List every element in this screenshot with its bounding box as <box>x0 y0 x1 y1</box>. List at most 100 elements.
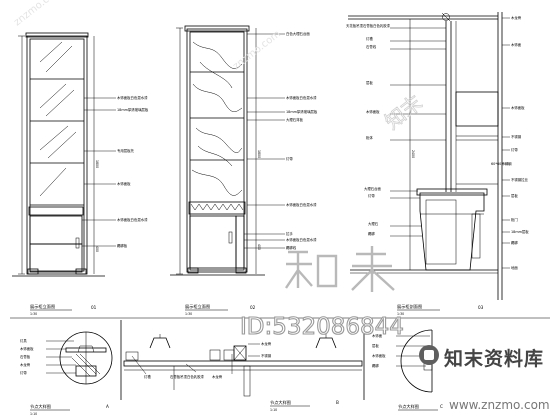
material-note: 大理石 <box>368 221 379 226</box>
counter-body <box>419 192 485 271</box>
handle <box>75 237 80 249</box>
material-note: 踢脚 <box>372 363 379 368</box>
moulding-pattern <box>190 203 244 211</box>
view-number: 01 <box>91 305 97 310</box>
material-note: 木龙骨 <box>20 362 31 367</box>
glass-reflection <box>39 83 67 109</box>
material-note: 木龙骨 <box>511 15 522 20</box>
material-note: 18mm层板 <box>511 229 529 234</box>
material-note: 不锈钢 <box>261 353 272 358</box>
watermark-glyph-zhi <box>285 250 338 289</box>
material-note: 石膏线 <box>366 44 377 49</box>
material-note: 木饰面板白色混水漆 <box>286 202 317 207</box>
detail-scale: 1:10 <box>30 412 37 416</box>
marble-vein <box>192 83 243 112</box>
material-note: 踢脚线 <box>286 245 297 250</box>
cornice-band <box>28 206 84 216</box>
material-note: 柜体 <box>366 135 373 140</box>
glass-reflection <box>39 125 69 151</box>
material-note: 专用层板托 <box>117 148 135 153</box>
light-fixture <box>149 337 171 349</box>
material-note: 18mm厚清玻璃层板 <box>286 109 318 114</box>
material-note: 灯带 <box>368 193 375 198</box>
cabinet-top-cap <box>25 32 89 38</box>
cabinet-inner <box>189 31 245 271</box>
section-view-3: 2400 天花板吊顶石膏板白色乳胶漆 灯槽 石膏 <box>346 12 529 316</box>
view-number: 03 <box>478 305 484 310</box>
detail-arc <box>400 329 433 393</box>
material-note: 踢脚 <box>368 231 375 236</box>
material-note: 柜门 <box>511 217 518 222</box>
marble-vein <box>197 145 233 167</box>
leaders <box>390 17 510 269</box>
detail-mark: B <box>336 400 339 405</box>
cornice-band <box>188 201 246 215</box>
hatch <box>79 353 101 375</box>
leaders <box>46 340 76 374</box>
hatch <box>75 353 97 375</box>
base-dimension: 400 <box>257 244 261 250</box>
profile <box>75 365 97 377</box>
watermark-id: ID:532086844 <box>240 314 404 340</box>
side-panel <box>235 215 245 269</box>
joist-block <box>233 345 247 361</box>
height-dimension: 1800 <box>257 150 261 158</box>
cabinet-inner <box>29 38 85 272</box>
detail-mark: A <box>106 404 109 409</box>
material-note: 木饰面板 <box>20 346 34 351</box>
leaders <box>131 343 260 375</box>
base-dimension: 400 <box>95 246 99 252</box>
material-note: 木饰面板 <box>511 105 525 110</box>
material-note: 木饰面板白色混水漆 <box>117 95 148 100</box>
lower-cabinet-door <box>29 243 83 273</box>
detail-b: 灯槽 石膏板吊顶白色乳胶漆 木龙骨 木龙骨 不锈钢 节点大样图 1:10 B <box>120 320 365 412</box>
glass-reflection <box>39 41 63 63</box>
watermark-logo <box>285 246 395 292</box>
material-note: 层板 <box>372 343 379 348</box>
ceiling-board <box>123 360 363 367</box>
lower-cabinet-door <box>29 215 83 245</box>
material-note: 木龙骨 <box>261 341 272 346</box>
light-fixture <box>442 13 450 21</box>
cabinet-outline <box>26 35 88 275</box>
watermark-corner-text: znzmo.com <box>12 0 64 28</box>
detail-scale: 1:10 <box>270 408 277 412</box>
light-fixture <box>441 12 451 22</box>
material-note: 灯带 <box>20 370 27 375</box>
material-note: 木饰面板白色混水漆 <box>286 95 317 100</box>
brand-name: 知末资料库 <box>444 348 545 370</box>
material-note: 木饰面板白色混水漆 <box>117 217 148 222</box>
hatch <box>71 357 91 377</box>
material-note: 木龙骨 <box>212 374 223 379</box>
detail-a: 灯具 木饰面板 石膏板 木龙骨 灯带 节点大样图 1:10 A <box>20 331 113 416</box>
material-note: 灯槽 <box>144 374 151 379</box>
plinth-foot <box>187 267 199 274</box>
material-note: 灯带 <box>511 147 518 152</box>
detail-mark: C <box>440 404 443 409</box>
material-note: 木饰面板 <box>366 109 380 114</box>
material-note: 18mm厚清玻璃层板 <box>117 107 149 112</box>
marble-vein <box>191 169 243 196</box>
joist-block <box>223 349 235 361</box>
marble-top <box>416 188 488 196</box>
light-trough <box>125 351 139 361</box>
leaders <box>82 97 116 247</box>
material-note: 层板 <box>366 80 373 85</box>
watermark-cjk: 知末 <box>380 90 426 134</box>
view-scale: 1:30 <box>30 312 37 316</box>
side-panel <box>471 213 481 259</box>
brand-logo-icon <box>419 345 439 365</box>
material-note: 不锈钢拉丝 <box>511 177 529 182</box>
material-note: 踢脚 <box>511 240 518 245</box>
glass-reflection <box>45 89 75 117</box>
material-note: 大理石台面 <box>364 186 382 191</box>
detail-caption: 节点大样图 <box>398 403 419 410</box>
marble-vein <box>199 61 233 89</box>
plinth-foot <box>27 268 39 275</box>
light-fixture <box>77 345 95 353</box>
section-cross <box>233 345 247 361</box>
material-note: 灯槽 <box>366 36 373 41</box>
glass-reflection <box>47 131 77 159</box>
material-note: 石膏板吊顶白色乳胶漆 <box>170 374 205 379</box>
